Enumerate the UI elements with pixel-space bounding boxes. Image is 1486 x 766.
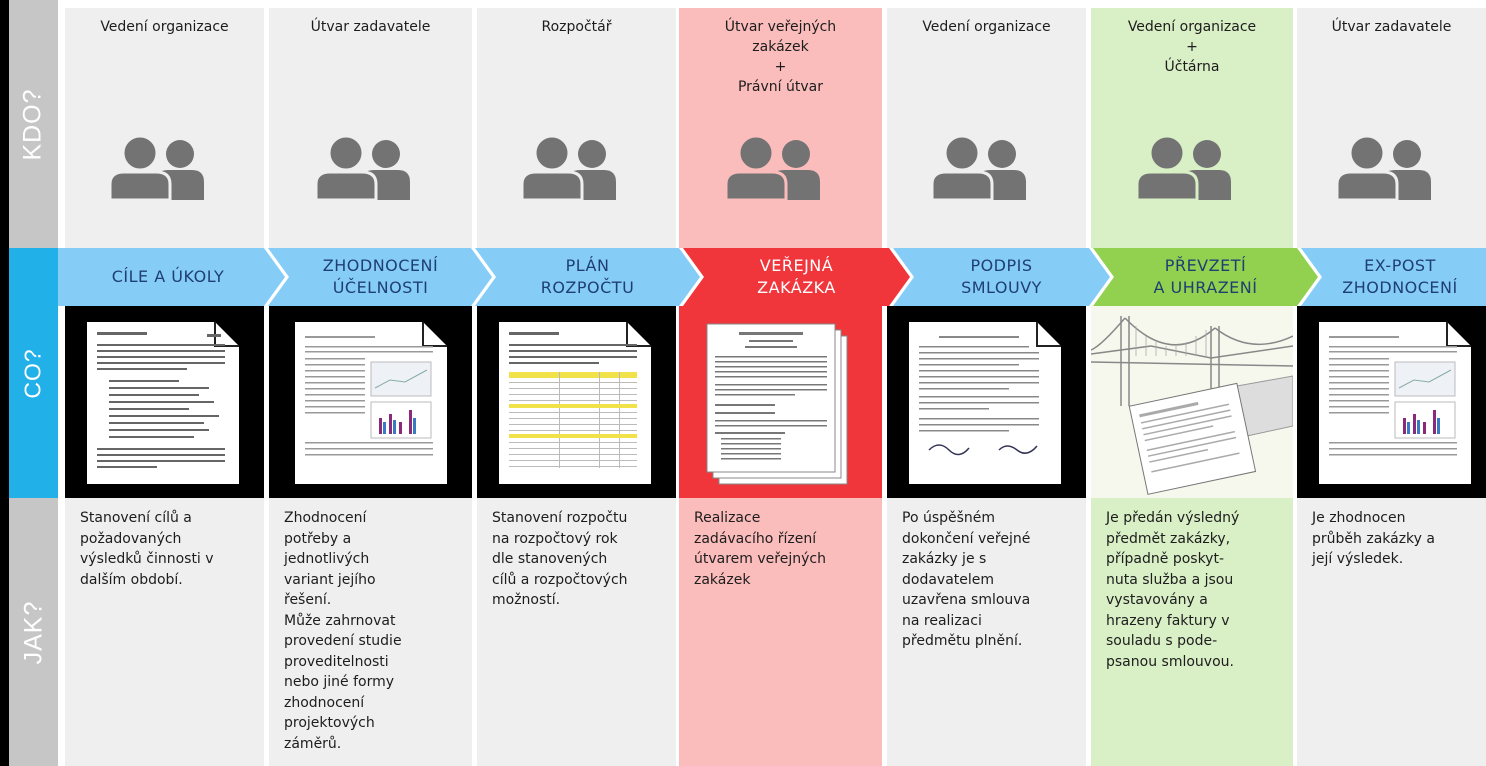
how-text: Zhodnocení potřeby a jednotlivých varian… — [284, 510, 402, 752]
two-persons-icon — [108, 136, 204, 200]
arrow-step-1 — [58, 248, 285, 306]
left-border — [0, 0, 9, 766]
how-cell-1: Stanovení cílů a požadovaných výsledků č… — [65, 498, 264, 766]
evaluation-report-icon — [1297, 306, 1486, 498]
two-persons-icon — [520, 136, 616, 200]
who-text: Útvar zadavatele — [1331, 19, 1452, 35]
how-text: Realizace zadávacího řízení útvarem veře… — [694, 510, 826, 588]
row-label-how: JAK? — [9, 498, 58, 766]
process-arrows: CÍLE A ÚKOLY ZHODNOCENÍ ÚČELNOSTI PLÁN R… — [58, 248, 1486, 306]
row-label-what: CO? — [9, 248, 58, 498]
step-label-4: VEŘEJNÁ ZAKÁZKA — [757, 256, 836, 297]
arrow-step-2 — [268, 248, 492, 306]
how-cell-7: Je zhodnocen průběh zakázky a její výsle… — [1297, 498, 1486, 766]
step-label-1: CÍLE A ÚKOLY — [111, 267, 225, 286]
step-label-5: PODPIS SMLOUVY — [961, 256, 1042, 297]
who-text: Útvar zadavatele — [310, 19, 431, 35]
who-cell-3: Rozpočtář — [477, 8, 676, 248]
how-text: Po úspěšném dokončení veřejné zakázky je… — [902, 510, 1031, 649]
arrow-step-7 — [1301, 248, 1486, 306]
who-cell-4: Útvar veřejných zakázek + Právní útvar — [679, 8, 882, 248]
two-persons-icon — [1135, 136, 1231, 200]
how-text: Je předán výsledný předmět zakázky, příp… — [1106, 510, 1240, 670]
how-cell-5: Po úspěšném dokončení veřejné zakázky je… — [887, 498, 1086, 766]
how-text: Stanovení rozpočtu na rozpočtový rok dle… — [492, 510, 628, 608]
how-text: Je zhodnocen průběh zakázky a její výsle… — [1312, 510, 1435, 567]
two-persons-icon — [724, 136, 820, 200]
how-cell-4: Realizace zadávacího řízení útvarem veře… — [679, 498, 882, 766]
who-text: Vedení organizace — [100, 19, 229, 35]
row-label-who: KDO? — [9, 0, 58, 248]
who-text: Vedení organizace — [922, 19, 1051, 35]
how-cell-3: Stanovení rozpočtu na rozpočtový rok dle… — [477, 498, 676, 766]
how-cell-6: Je předán výsledný předmět zakázky, příp… — [1091, 498, 1293, 766]
step-label-3: PLÁN ROZPOČTU — [540, 256, 635, 297]
signed-contract-icon — [887, 306, 1086, 498]
arrow-shapes — [58, 248, 1486, 306]
who-text: Útvar veřejných zakázek + Právní útvar — [724, 19, 837, 95]
who-text: Vedení organizace + Účtárna — [1127, 19, 1257, 75]
two-persons-icon — [314, 136, 410, 200]
who-text: Rozpočtář — [541, 19, 612, 35]
who-cell-5: Vedení organizace — [887, 8, 1086, 248]
two-persons-icon — [1335, 136, 1431, 200]
arrow-step-4 — [683, 248, 910, 306]
step-label-2: ZHODNOCENÍ ÚČELNOSTI — [322, 256, 439, 297]
two-persons-icon — [930, 136, 1026, 200]
arrow-step-5 — [893, 248, 1110, 306]
arrow-step-3 — [475, 248, 700, 306]
who-cell-1: Vedení organizace — [65, 8, 264, 248]
budget-table-document-icon — [477, 306, 676, 498]
who-cell-7: Útvar zadavatele — [1297, 8, 1486, 248]
report-document-icon — [269, 306, 472, 498]
who-cell-6: Vedení organizace + Účtárna — [1091, 8, 1293, 248]
bridge-invoice-icon — [1091, 306, 1293, 498]
how-text: Stanovení cílů a požadovaných výsledků č… — [80, 510, 214, 588]
tender-documents-stack-icon — [679, 306, 882, 498]
step-label-7: EX-POST ZHODNOCENÍ — [1342, 256, 1458, 297]
document-icon — [65, 306, 264, 498]
who-cell-2: Útvar zadavatele — [269, 8, 472, 248]
arrow-step-6 — [1093, 248, 1318, 306]
how-cell-2: Zhodnocení potřeby a jednotlivých varian… — [269, 498, 472, 766]
step-label-6: PŘEVZETÍ A UHRAZENÍ — [1153, 256, 1258, 297]
